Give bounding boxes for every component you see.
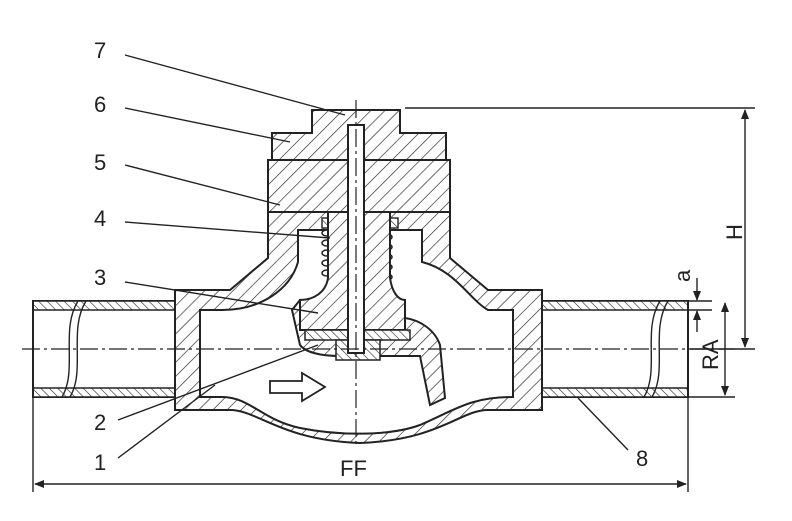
callout-8: 8 bbox=[636, 446, 648, 471]
dimension-a-label: a bbox=[670, 269, 695, 282]
dimension-ra-label: RA bbox=[698, 339, 723, 370]
callout-4: 4 bbox=[94, 206, 106, 231]
dimension-ra bbox=[688, 302, 735, 398]
callout-5: 5 bbox=[94, 150, 106, 175]
dimension-h-label: H bbox=[722, 224, 747, 240]
callout-6: 6 bbox=[94, 92, 106, 117]
flow-arrow-icon bbox=[269, 371, 327, 403]
dimension-ff-label: FF bbox=[340, 456, 367, 481]
callout-2: 2 bbox=[94, 410, 106, 435]
dimension-a bbox=[688, 278, 712, 332]
callout-3: 3 bbox=[94, 265, 106, 290]
leader-lines bbox=[117, 54, 629, 459]
dimension-ff bbox=[32, 397, 689, 492]
callout-1: 1 bbox=[94, 450, 106, 475]
callout-7: 7 bbox=[94, 38, 106, 63]
